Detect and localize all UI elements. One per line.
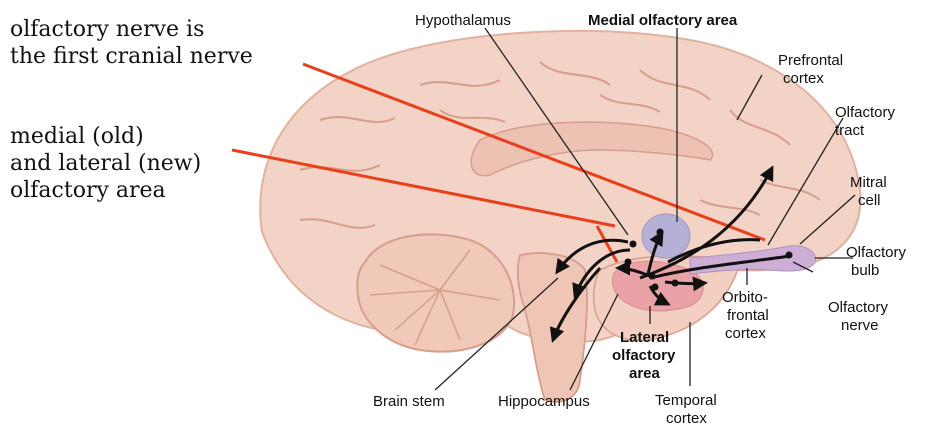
label-medial-olfactory-area: Medial olfactory area: [588, 12, 738, 29]
arrow-lateral-right: [665, 282, 705, 284]
label-orbitofrontal-line3: cortex: [725, 325, 766, 342]
label-orbitofrontal-line1: Orbito-: [722, 289, 768, 306]
label-prefrontal-line2: cortex: [783, 70, 824, 87]
label-olfactory-bulb-line2: bulb: [851, 262, 879, 279]
medial-olfactory-area: [642, 214, 690, 258]
label-lateral-line2: olfactory: [612, 347, 676, 364]
label-brain-stem: Brain stem: [373, 393, 445, 410]
label-hippocampus: Hippocampus: [498, 393, 590, 410]
label-olfactory-nerve-line2: nerve: [841, 317, 879, 334]
label-olfactory-tract-line2: tract: [835, 122, 865, 139]
label-lateral-line3: area: [629, 365, 661, 382]
label-olfactory-tract-line1: Olfactory: [835, 104, 896, 121]
brain-stem: [518, 253, 587, 402]
label-temporal-line1: Temporal: [655, 392, 717, 409]
label-olfactory-nerve-line1: Olfactory: [828, 299, 889, 316]
label-orbitofrontal-line2: frontal: [727, 307, 769, 324]
label-prefrontal-line1: Prefrontal: [778, 52, 843, 69]
label-mitral-cell-line1: Mitral: [850, 174, 887, 191]
label-mitral-cell-line2: cell: [858, 192, 881, 209]
label-lateral-line1: Lateral: [620, 329, 669, 346]
label-hypothalamus: Hypothalamus: [415, 12, 511, 29]
label-olfactory-bulb-line1: Olfactory: [846, 244, 907, 261]
label-temporal-line2: cortex: [666, 410, 707, 427]
